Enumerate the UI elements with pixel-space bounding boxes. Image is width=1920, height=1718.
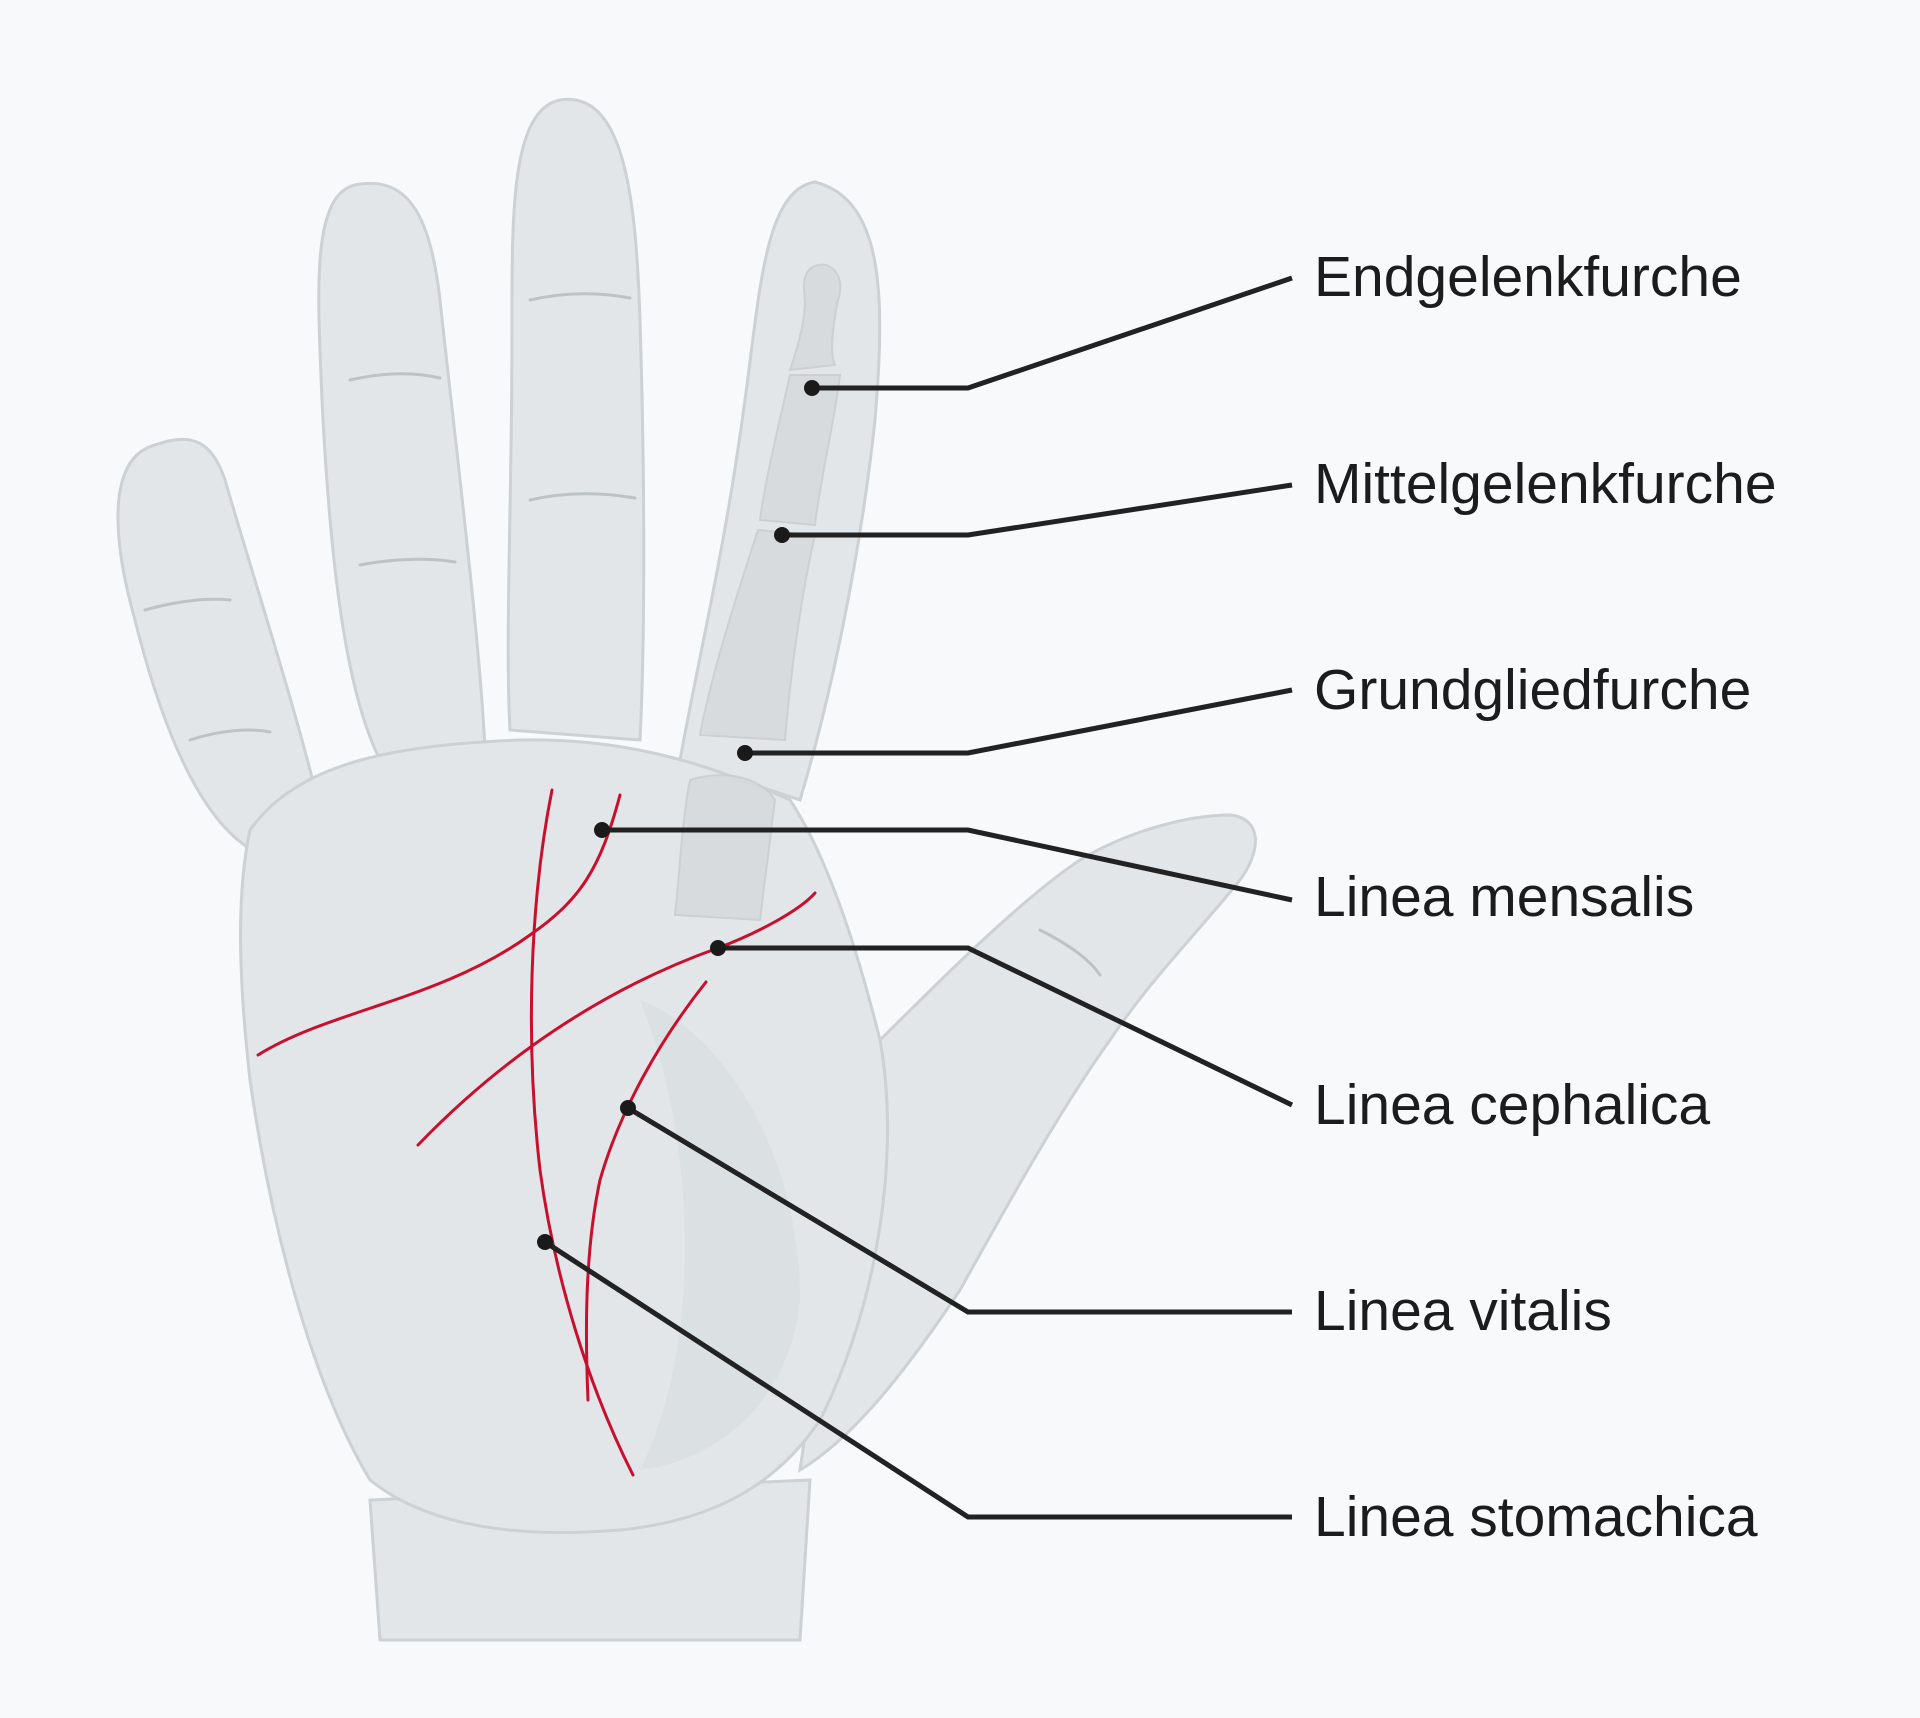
dot-linea-cephalica: [710, 940, 726, 956]
label-endgelenkfurche: Endgelenkfurche: [1314, 245, 1742, 309]
linea-cephalica-line: [416, 891, 817, 1147]
leader-mittelgelenkfurche: [782, 482, 1293, 538]
hand-illustration: [116, 97, 1257, 1642]
label-linea-mensalis: Linea mensalis: [1314, 865, 1694, 929]
dot-mittelgelenkfurche: [774, 527, 790, 543]
ring-finger: [506, 97, 646, 742]
palm: [239, 738, 889, 1535]
label-linea-cephalica: Linea cephalica: [1314, 1073, 1710, 1137]
linea-mensalis-line: [256, 793, 622, 1057]
finger-bones: [673, 263, 842, 922]
leader-linea-cephalica: [718, 945, 1294, 1108]
dot-grundgliedfurche: [737, 745, 753, 761]
palm-lines: [256, 788, 817, 1477]
label-linea-vitalis: Linea vitalis: [1314, 1279, 1612, 1343]
middle-finger: [317, 181, 487, 762]
dot-linea-stomachica: [537, 1234, 553, 1250]
leader-lines: [537, 275, 1294, 1520]
linea-stomachica-line: [529, 788, 635, 1477]
linea-vitalis-line: [584, 980, 708, 1402]
labels: Endgelenkfurche Mittelgelenkfurche Grund…: [1314, 245, 1777, 1549]
finger-creases: [143, 292, 1102, 977]
label-linea-stomachica: Linea stomachica: [1314, 1485, 1758, 1549]
dot-endgelenkfurche: [804, 380, 820, 396]
leader-linea-mensalis: [602, 827, 1293, 903]
leader-grundgliedfurche: [745, 687, 1293, 756]
leader-linea-vitalis: [626, 1105, 1292, 1315]
leader-linea-stomachica: [543, 1239, 1292, 1520]
thenar-shade: [640, 1000, 800, 1470]
dot-linea-vitalis: [620, 1100, 636, 1116]
dot-linea-mensalis: [594, 822, 610, 838]
leader-endgelenkfurche: [812, 275, 1293, 391]
label-grundgliedfurche: Grundgliedfurche: [1314, 658, 1751, 722]
label-mittelgelenkfurche: Mittelgelenkfurche: [1314, 452, 1777, 516]
